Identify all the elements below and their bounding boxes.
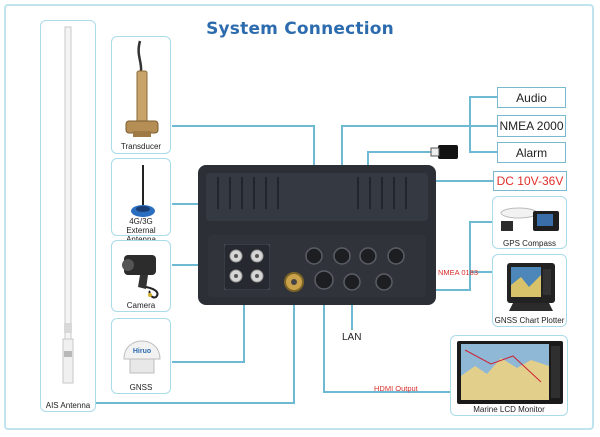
nmea2000-port-label: NMEA 2000 [497,115,566,137]
ais-antenna-card: AIS Antenna [40,20,96,412]
nmea0183-label: NMEA 0183 [438,268,479,277]
ais-antenna-label: AIS Antenna [45,401,91,410]
camera-card: Camera [111,240,171,312]
gps-compass-label: GPS Compass [503,239,556,248]
audio-port-label: Audio [497,87,566,108]
gnss-chart-plotter-card: GNSS Chart Plotter [492,254,567,327]
camera-image [122,255,159,299]
gnss-brand-logo: Hiruo [133,348,151,355]
external-antenna-image [131,165,155,217]
gnss-label: GNSS [129,383,153,392]
gnss-card: Hiruo GNSS [111,318,171,394]
diagram-frame [4,4,594,430]
transducer-image [125,40,159,137]
usb-stick-icon [430,145,458,159]
ais-antenna-image [62,26,74,384]
camera-label: Camera [126,301,156,310]
external-antenna-card: 4G/3G External Antenna [111,158,171,244]
gnss-chart-plotter-image [507,263,555,311]
marine-lcd-monitor-card: Marine LCD Monitor [450,335,568,416]
wire-alarm [469,126,498,153]
hdmi-output-label: HDMI Output [374,384,418,393]
gps-compass-card: GPS Compass [492,196,567,249]
marine-lcd-monitor-image [457,341,563,404]
wire-audio [469,96,498,126]
wire-gnss [172,286,245,363]
alarm-port-label: Alarm [497,142,566,163]
wire-ais [92,282,295,404]
connector-panel-left [224,244,270,290]
gnss-image: Hiruo [123,340,161,374]
external-antenna-label: 4G/3G External Antenna [126,217,156,244]
transducer-card: Transducer [111,36,171,154]
connector-ports [284,247,405,292]
dc-power-label: DC 10V-36V [493,171,567,191]
marine-lcd-monitor-label: Marine LCD Monitor [473,405,545,414]
wire-nmea0183-compass [469,221,498,272]
diagram-title: System Connection [206,19,394,39]
wire-hdmi [323,286,450,393]
gnss-chart-plotter-label: GNSS Chart Plotter [494,316,565,325]
transducer-label: Transducer [120,142,162,151]
lan-label: LAN [342,332,362,343]
gps-compass-image [500,207,559,231]
